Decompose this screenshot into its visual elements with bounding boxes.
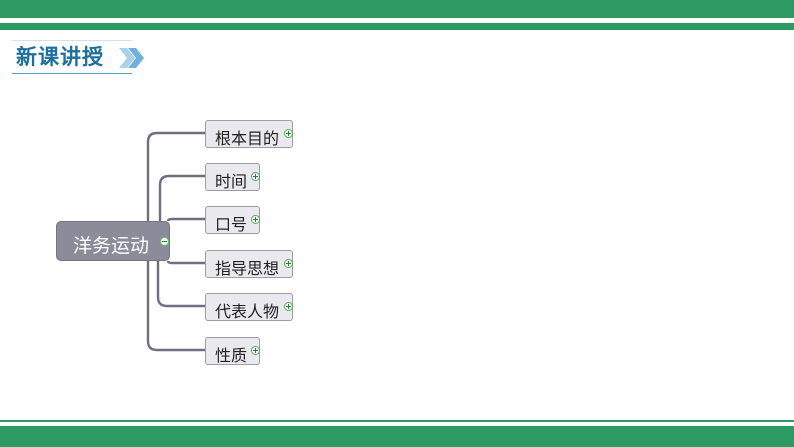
section-title: 新课讲授 — [16, 45, 104, 69]
branch-node-3[interactable]: 指导思想 — [205, 250, 293, 278]
branch-label: 性质 — [215, 346, 248, 365]
title-underline — [12, 73, 132, 74]
connector-branch-2 — [158, 174, 205, 221]
branch-label: 代表人物 — [215, 302, 280, 321]
branch-label: 口号 — [215, 215, 248, 234]
branch-node-4[interactable]: 代表人物 — [205, 293, 293, 321]
connector-branch-4 — [166, 260, 205, 265]
mindmap-root-node[interactable]: 洋务运动 — [56, 221, 170, 261]
expand-plus-icon[interactable] — [284, 129, 293, 138]
root-label: 洋务运动 — [73, 235, 150, 257]
expand-plus-icon[interactable] — [284, 259, 293, 268]
expand-plus-icon[interactable] — [284, 302, 293, 311]
branch-label: 时间 — [215, 172, 248, 191]
connector-branch-3 — [166, 217, 205, 222]
expand-plus-icon[interactable] — [251, 215, 260, 224]
branch-node-1[interactable]: 时间 — [205, 163, 260, 191]
connector-upper-trunk — [146, 131, 205, 221]
branch-label: 指导思想 — [215, 259, 280, 278]
title-top-rule — [12, 40, 132, 41]
double-chevron-right-icon — [119, 48, 144, 68]
branch-label: 根本目的 — [215, 129, 280, 148]
collapse-minus-icon[interactable] — [160, 237, 169, 246]
bottom-accent-line — [0, 420, 794, 422]
connector-branch-5 — [156, 261, 205, 308]
top-banner-bar — [0, 0, 794, 18]
expand-plus-icon[interactable] — [251, 346, 260, 355]
top-accent-bar — [0, 23, 794, 30]
connector-lower-trunk — [146, 261, 205, 352]
bottom-banner-bar — [0, 426, 794, 447]
branch-node-0[interactable]: 根本目的 — [205, 120, 293, 148]
expand-plus-icon[interactable] — [251, 172, 260, 181]
